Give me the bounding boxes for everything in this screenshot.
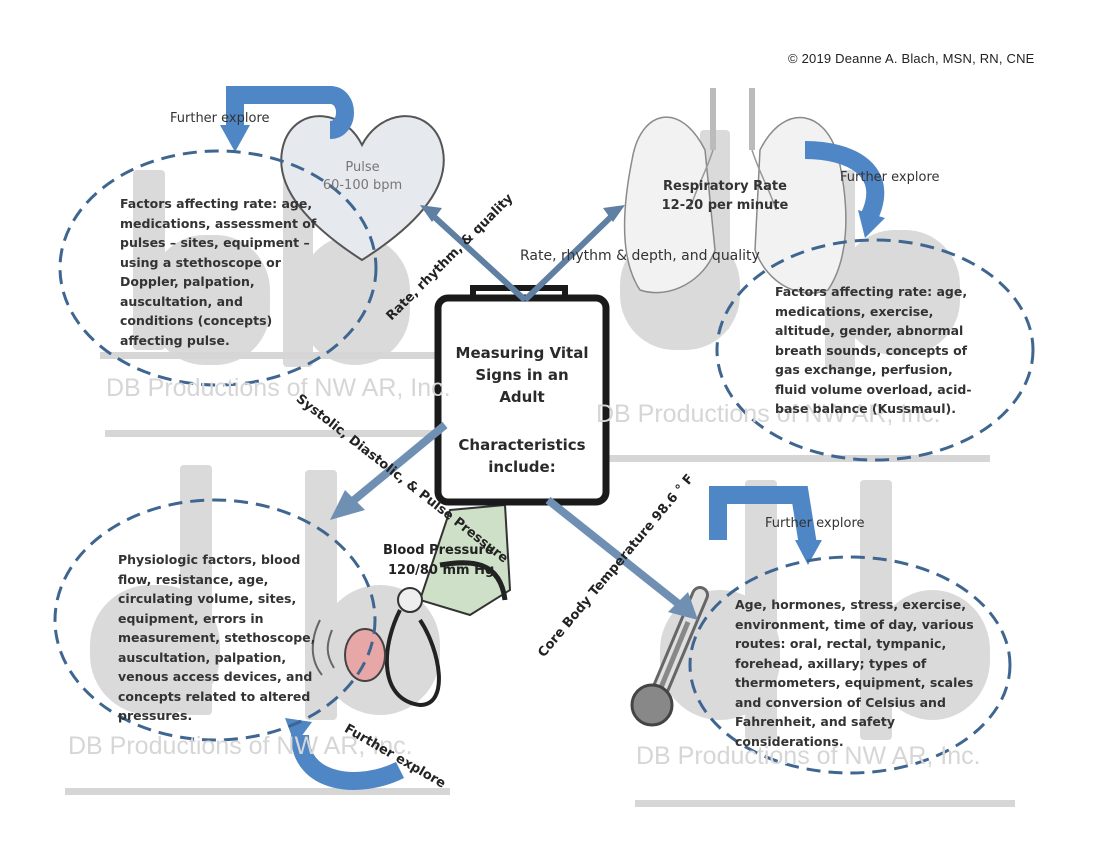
respiratory-further-explore: Further explore xyxy=(840,170,940,185)
temperature-further-explore: Further explore xyxy=(765,516,865,531)
watermark-text: DB Productions of NW AR, Inc. xyxy=(596,400,941,428)
pulse-factors: Factors affecting rate: age, medications… xyxy=(120,196,317,348)
logo-watermark-bottom-right xyxy=(635,480,1015,807)
dashed-ellipses xyxy=(53,149,1035,775)
pulse-title: Pulse xyxy=(345,160,380,175)
center-subtitle: Characteristics include: xyxy=(458,436,586,476)
respiratory-connector-label: Rate, rhythm & depth, and quality xyxy=(520,248,760,264)
bp-cuff-illustration xyxy=(311,503,512,708)
copyright-text: © 2019 Deanne A. Blach, MSN, RN, CNE xyxy=(788,51,1035,66)
respiratory-title: Respiratory Rate xyxy=(663,179,787,194)
logo-watermark-top-left xyxy=(100,170,485,437)
center-title: Measuring Vital Signs in an Adult xyxy=(455,344,589,406)
watermark-text: DB Productions of NW AR, Inc. xyxy=(68,732,413,760)
respiratory-range: 12-20 per minute xyxy=(661,198,789,213)
heart-shape xyxy=(280,115,445,262)
pulse-further-explore: Further explore xyxy=(170,111,270,126)
bp-factors: Physiologic factors, blood flow, resista… xyxy=(118,552,316,723)
bp-title: Blood Pressure xyxy=(383,543,494,558)
connector-arrows xyxy=(330,205,698,620)
respiratory-factors: Factors affecting rate: age, medications… xyxy=(775,284,972,416)
temperature-factors: Age, hormones, stress, exercise, environ… xyxy=(735,597,974,749)
lungs-illustration xyxy=(623,88,847,294)
watermark-text: DB Productions of NW AR, Inc. xyxy=(106,374,451,402)
bp-range: 120/80 mm Hg xyxy=(388,563,495,578)
further-explore-arrows xyxy=(220,86,885,790)
watermark-text: DB Productions of NW AR, Inc. xyxy=(636,742,981,770)
pulse-range: 60-100 bpm xyxy=(322,178,403,193)
